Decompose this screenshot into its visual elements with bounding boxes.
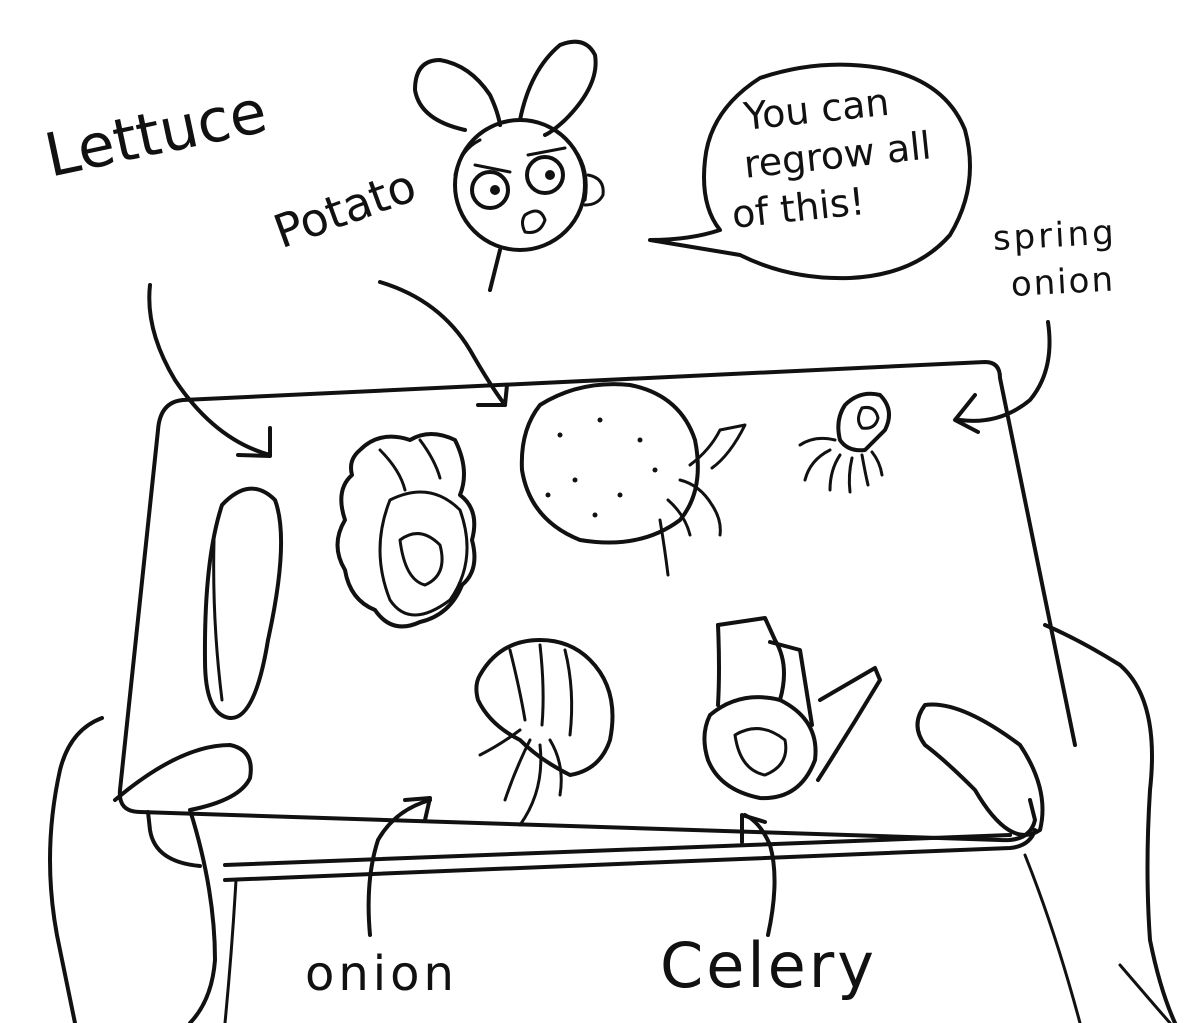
character-drawing	[413, 39, 605, 292]
speech-bubble-outline	[648, 62, 972, 281]
label-spring-onion-line1: spring	[991, 212, 1118, 259]
arrow-celery	[740, 813, 777, 937]
onion-drawing	[474, 638, 615, 827]
lettuce-drawing	[335, 432, 477, 629]
label-onion: onion	[305, 946, 458, 1002]
arrow-potato	[378, 280, 509, 407]
right-hand	[915, 623, 1177, 1023]
label-spring-onion-line2: onion	[1009, 259, 1116, 305]
celery-drawing	[702, 616, 882, 801]
spring-onion-drawing	[798, 391, 891, 494]
potato-drawing	[519, 382, 747, 577]
chopping-board	[117, 360, 1077, 882]
arrow-onion	[366, 796, 432, 937]
label-celery: Celery	[660, 929, 877, 1002]
arrow-lettuce	[147, 283, 272, 458]
left-hand	[48, 716, 253, 1023]
arrow-spring-onion	[953, 320, 1052, 434]
